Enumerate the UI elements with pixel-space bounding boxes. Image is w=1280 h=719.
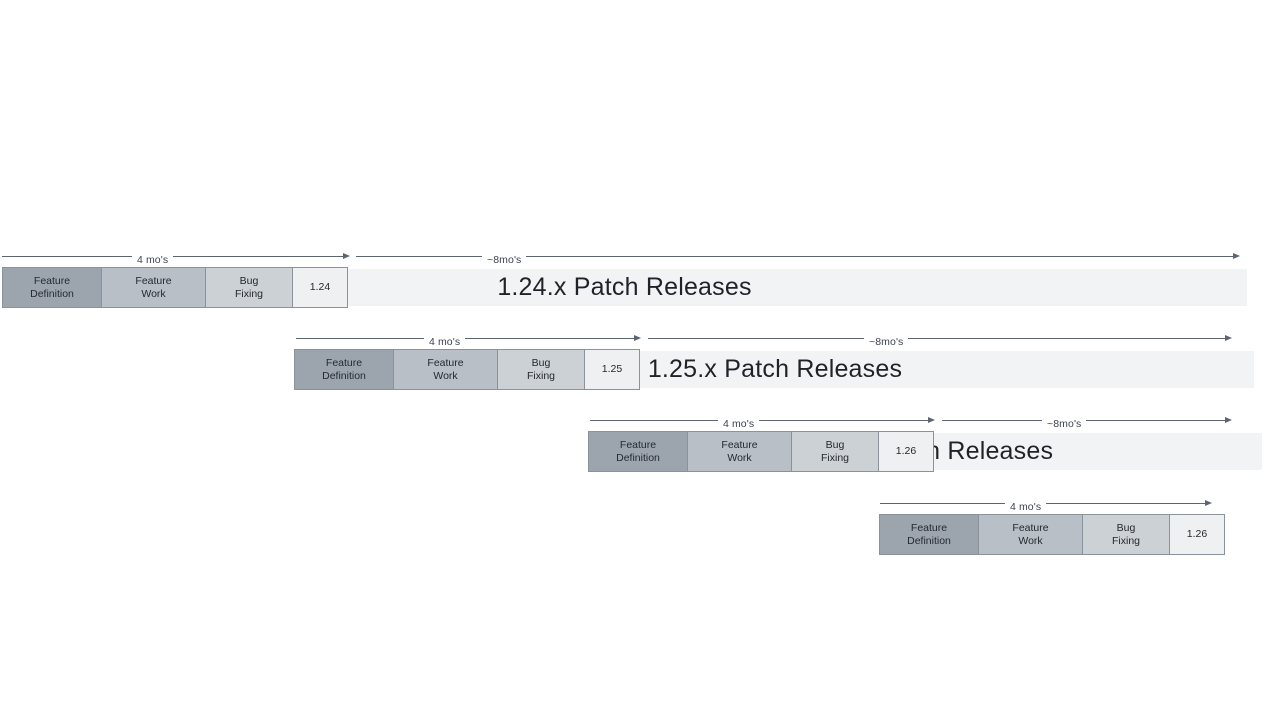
stage-label-line2: Fixing xyxy=(820,451,849,464)
patch-window-label: ~8mo's xyxy=(1047,417,1082,430)
arrow-line-left xyxy=(648,337,864,339)
release-row-1-24: 4 mo's ~8mo's 1.24.x Patch Releases Feat… xyxy=(0,245,1280,335)
stage-label-line1: Feature xyxy=(910,522,948,534)
stage-feature-definition[interactable]: Feature Definition xyxy=(294,349,394,390)
dev-cycle-arrow-1-26: 4 mo's xyxy=(590,409,935,431)
stage-label-line2: Work xyxy=(433,369,458,382)
stage-label-line2: Work xyxy=(727,451,752,464)
stage-feature-definition[interactable]: Feature Definition xyxy=(588,431,688,472)
arrow-line-left xyxy=(942,419,1042,421)
stage-label-line1: Feature xyxy=(1012,522,1049,534)
patch-window-label: ~8mo's xyxy=(869,335,904,348)
arrow-head-icon xyxy=(634,335,641,341)
stage-feature-work[interactable]: Feature Work xyxy=(101,267,206,308)
stage-label-line1: Feature xyxy=(619,439,657,451)
stage-label-line2: Definition xyxy=(30,287,74,300)
dev-cycle-label: 4 mo's xyxy=(1010,500,1042,513)
version-chip[interactable]: 1.26 xyxy=(878,431,934,472)
arrow-line-right xyxy=(465,337,634,339)
dev-cycle-arrow-1-24: 4 mo's xyxy=(2,245,350,267)
arrow-line-right xyxy=(173,255,343,257)
dev-cycle-label: 4 mo's xyxy=(429,335,461,348)
stage-label-line1: Bug xyxy=(1116,522,1136,534)
arrow-line-left xyxy=(590,419,718,421)
dev-cycle-label: 4 mo's xyxy=(137,253,169,266)
stage-bug-fixing[interactable]: Bug Fixing xyxy=(1082,514,1170,555)
arrow-line-right xyxy=(526,255,1233,257)
stage-feature-work[interactable]: Feature Work xyxy=(393,349,498,390)
arrow-head-icon xyxy=(928,417,935,423)
arrow-line-right xyxy=(1046,502,1205,504)
stage-label-line1: Feature xyxy=(427,357,464,369)
arrow-line-right xyxy=(908,337,1225,339)
release-row-1-25: 4 mo's ~8mo's 1.25.x Patch Releases Feat… xyxy=(0,327,1280,417)
stage-label-line1: Feature xyxy=(33,275,71,287)
stage-label-line2: Fixing xyxy=(526,369,555,382)
stage-label-line1: Feature xyxy=(325,357,363,369)
dev-cycle-label: 4 mo's xyxy=(723,417,755,430)
patch-window-arrow-1-25: ~8mo's xyxy=(648,327,1232,349)
patch-release-label: 1.24.x Patch Releases xyxy=(497,273,752,301)
stage-label-line1: Feature xyxy=(721,439,758,451)
arrow-line-left xyxy=(296,337,424,339)
arrow-line-left xyxy=(880,502,1005,504)
arrow-line-right xyxy=(1086,419,1225,421)
stage-label-line2: Definition xyxy=(616,451,660,464)
stage-label-line2: Fixing xyxy=(1111,534,1140,547)
patch-release-label: 1.25.x Patch Releases xyxy=(647,355,903,383)
patch-window-arrow-1-26: ~8mo's xyxy=(942,409,1232,431)
stage-bug-fixing[interactable]: Bug Fixing xyxy=(205,267,293,308)
dev-cycle-arrow-next: 4 mo's xyxy=(880,492,1212,514)
stage-bug-fixing[interactable]: Bug Fixing xyxy=(791,431,879,472)
version-chip[interactable]: 1.26 xyxy=(1169,514,1225,555)
stage-track-1-25: Feature Definition Feature Work Bug Fixi… xyxy=(294,349,640,390)
stage-label-line1: Bug xyxy=(531,357,551,369)
stage-track-next: Feature Definition Feature Work Bug Fixi… xyxy=(879,514,1225,555)
stage-label-line2: Fixing xyxy=(234,287,263,300)
arrow-line-left xyxy=(356,255,482,257)
stage-label-line2: Work xyxy=(141,287,166,300)
arrow-head-icon xyxy=(1205,500,1212,506)
stage-label-line2: Work xyxy=(1018,534,1043,547)
release-row-1-26: 4 mo's ~8mo's 1.26.x Patch Releases Feat… xyxy=(0,409,1280,499)
stage-bug-fixing[interactable]: Bug Fixing xyxy=(497,349,585,390)
stage-feature-definition[interactable]: Feature Definition xyxy=(879,514,979,555)
stage-feature-definition[interactable]: Feature Definition xyxy=(2,267,102,308)
arrow-head-icon xyxy=(1225,335,1232,341)
stage-feature-work[interactable]: Feature Work xyxy=(978,514,1083,555)
stage-label-line1: Feature xyxy=(135,275,172,287)
arrow-head-icon xyxy=(343,253,350,259)
arrow-line-left xyxy=(2,255,132,257)
arrow-line-right xyxy=(759,419,928,421)
version-chip[interactable]: 1.24 xyxy=(292,267,348,308)
stage-label-line1: Bug xyxy=(825,439,845,451)
stage-label-line2: Definition xyxy=(907,534,951,547)
stage-label-line1: Bug xyxy=(239,275,259,287)
arrow-head-icon xyxy=(1233,253,1240,259)
patch-window-label: ~8mo's xyxy=(487,253,522,266)
release-row-next: 4 mo's Feature Definition Feature Work B… xyxy=(0,492,1280,582)
stage-feature-work[interactable]: Feature Work xyxy=(687,431,792,472)
stage-track-1-26: Feature Definition Feature Work Bug Fixi… xyxy=(588,431,934,472)
version-chip[interactable]: 1.25 xyxy=(584,349,640,390)
patch-window-arrow-1-24: ~8mo's xyxy=(356,245,1240,267)
dev-cycle-arrow-1-25: 4 mo's xyxy=(296,327,641,349)
arrow-head-icon xyxy=(1225,417,1232,423)
stage-label-line2: Definition xyxy=(322,369,366,382)
stage-track-1-24: Feature Definition Feature Work Bug Fixi… xyxy=(2,267,348,308)
